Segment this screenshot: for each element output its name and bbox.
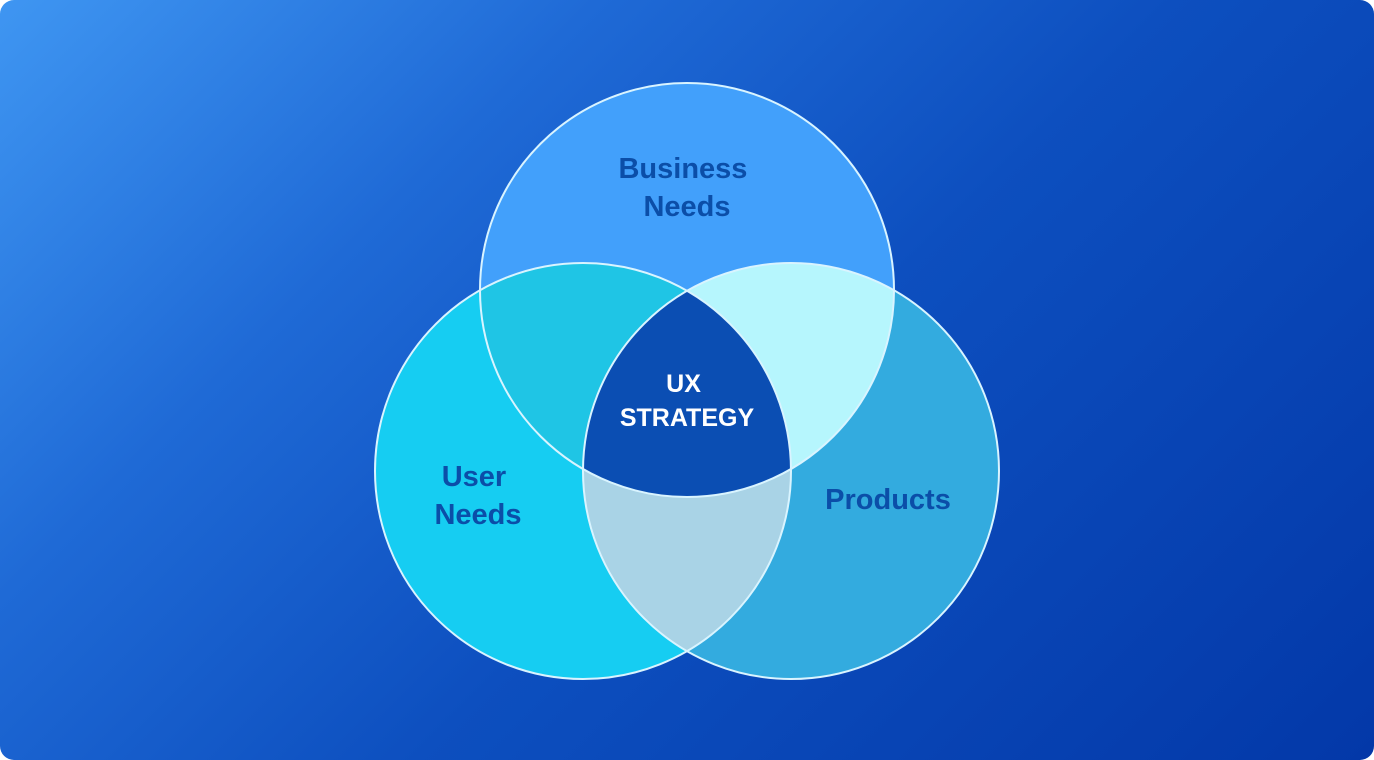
circle-outlines	[374, 82, 1000, 680]
label-business-line-2: Needs	[643, 191, 730, 223]
label-center-line-2: STRATEGY	[620, 404, 755, 432]
label-business-line-1: Business	[618, 153, 747, 185]
label-user-line-2: Needs	[434, 499, 521, 531]
label-center-line-1: UX	[666, 370, 701, 398]
outline-products	[582, 262, 1000, 680]
label-products: Products	[825, 484, 951, 516]
overlap-center	[583, 263, 791, 497]
label-products-line-1: Products	[825, 484, 951, 516]
label-user-needs: User Needs	[434, 461, 521, 531]
outline-user-needs	[374, 262, 792, 680]
label-ux-strategy: UX STRATEGY	[620, 370, 755, 432]
label-user-line-1: User	[442, 461, 507, 493]
label-business-needs: Business Needs	[618, 153, 755, 223]
